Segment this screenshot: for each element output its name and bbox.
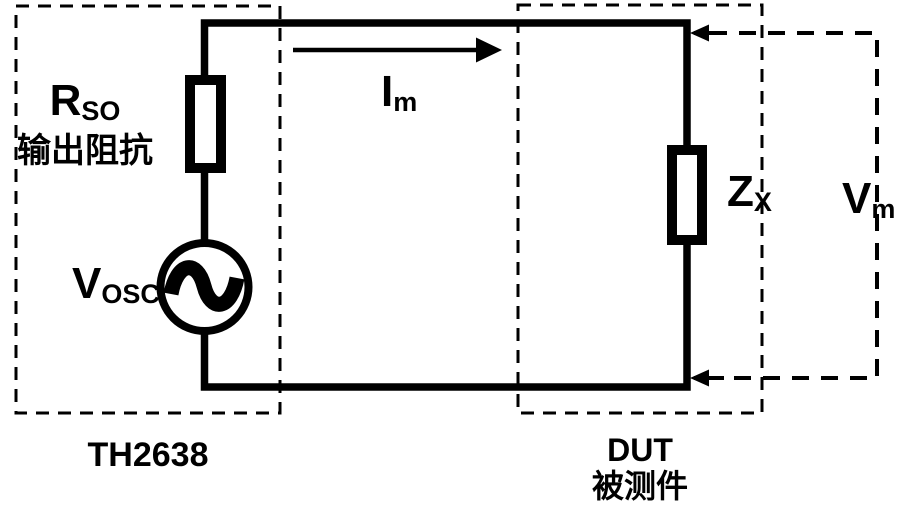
vosc-subscript: OSC [101,278,160,309]
rso-resistor-icon [185,75,226,173]
sine-wave-icon [163,260,245,312]
dut-caption-cn: 被测件 [591,468,688,504]
rso-label: RSO 输出阻抗 [10,79,160,171]
vm-dashed-bracket [710,31,879,380]
im-current-arrowhead-icon [476,37,502,63]
vm-symbol: V [842,174,872,223]
dut-dashed-box [516,3,764,415]
im-label: Im [381,70,417,116]
rso-symbol: R [49,76,82,125]
zx-label: ZX [727,170,772,216]
zx-subscript: X [753,186,772,217]
zx-resistor-icon [667,145,707,245]
vm-subscript: m [871,193,896,224]
rso-caption-cn: 输出阻抗 [17,132,153,170]
th2638-caption: TH2638 [87,436,209,474]
vm-bottom-arrowhead-icon [690,369,709,387]
dut-caption-block: DUT 被测件 [518,432,762,504]
circuit-loop-wire [200,19,691,391]
vosc-symbol: V [72,259,102,308]
zx-symbol: Z [727,167,754,216]
rso-subscript: SO [81,95,121,126]
im-subscript: m [393,86,418,117]
dut-caption: DUT [607,432,673,468]
vm-label: Vm [842,177,895,223]
vosc-label: VOSC [72,262,160,308]
vm-top-arrowhead-icon [690,24,709,42]
im-symbol: I [381,67,394,116]
th2638-dashed-box [14,4,282,415]
